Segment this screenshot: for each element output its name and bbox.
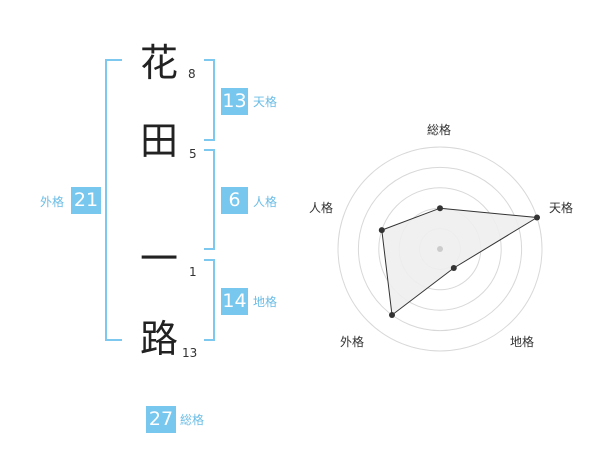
radar-ring-4 — [357, 166, 523, 332]
radar-label-gaikaku: 外格 — [340, 335, 365, 349]
stroke-count-1: 8 — [188, 67, 196, 81]
radar-ring-5 — [337, 146, 543, 352]
radar-label-soukaku: 総格 — [427, 123, 452, 137]
radar-point-3 — [389, 312, 395, 318]
radar-ring-3 — [378, 187, 502, 311]
stroke-count-3: 1 — [189, 265, 197, 279]
gaikaku-bracket — [105, 59, 122, 341]
radar-label-jinkaku: 人格 — [309, 201, 334, 215]
stroke-count-2: 5 — [189, 147, 197, 161]
jinkaku-bracket — [204, 149, 215, 250]
soukaku-value-badge: 27 — [146, 406, 176, 433]
radar-center-dot — [437, 246, 443, 252]
radar-point-4 — [378, 227, 385, 234]
radar-point-0 — [437, 205, 443, 212]
name-char-3: 一 — [140, 237, 179, 281]
radar-label-tenkaku: 天格 — [549, 201, 574, 215]
chikaku-value-badge: 14 — [221, 288, 248, 315]
soukaku-label: 総格 — [180, 413, 205, 427]
jinkaku-label: 人格 — [253, 195, 278, 209]
gaikaku-label: 外格 — [40, 195, 65, 209]
tenkaku-value-badge: 13 — [221, 88, 248, 115]
radar-point-1 — [534, 214, 540, 221]
stroke-count-4: 13 — [182, 346, 198, 360]
radar-point-2 — [450, 265, 457, 271]
name-char-4: 路 — [140, 317, 179, 361]
gaikaku-value-badge: 21 — [71, 187, 101, 214]
jinkaku-value-badge: 6 — [221, 187, 248, 214]
radar-label-chikaku: 地格 — [510, 335, 535, 349]
tenkaku-label: 天格 — [253, 95, 278, 109]
chikaku-bracket — [204, 259, 215, 341]
radar-data-polygon — [381, 207, 539, 316]
tenkaku-bracket — [204, 59, 215, 141]
radar-points — [378, 205, 540, 318]
chikaku-label: 地格 — [253, 295, 278, 309]
name-char-2: 田 — [140, 119, 179, 163]
name-char-1: 花 — [140, 41, 179, 85]
